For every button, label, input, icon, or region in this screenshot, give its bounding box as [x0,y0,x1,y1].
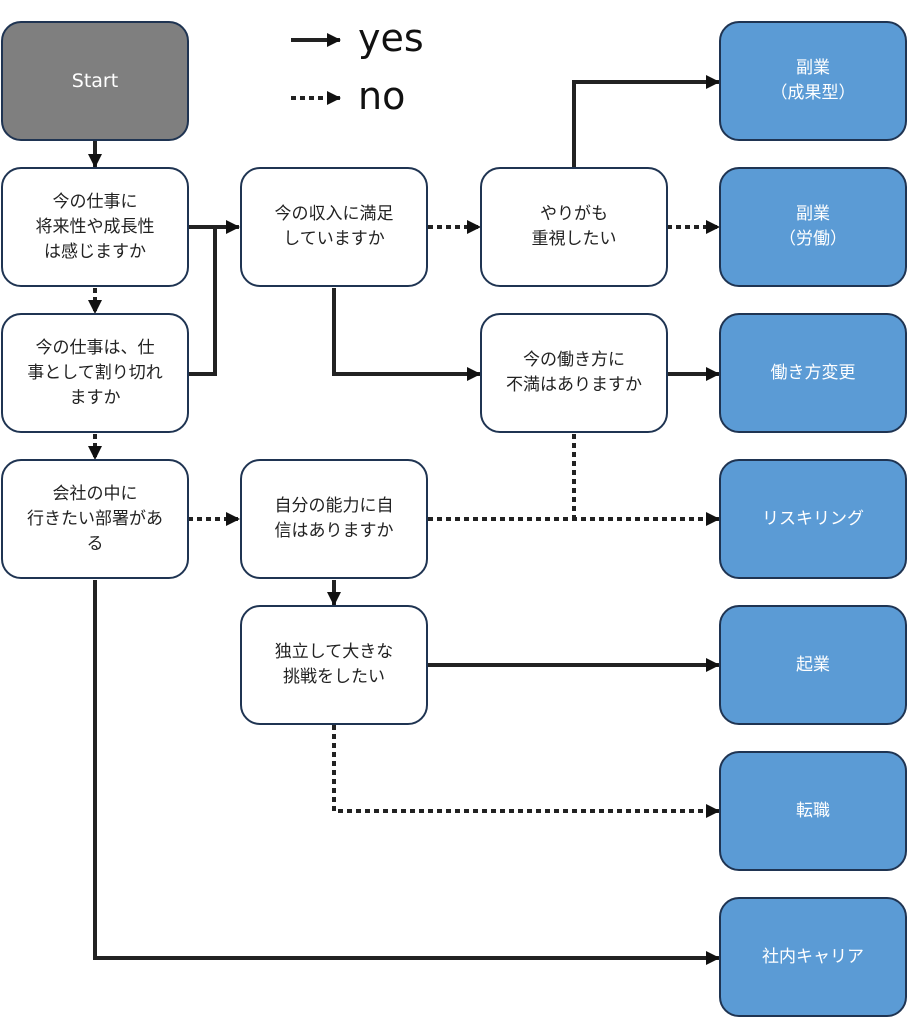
outcome-startup: 起業 [719,605,907,725]
question-department: 会社の中に 行きたい部署があ る [1,459,189,579]
edge-department-to-internal-career [93,580,720,965]
start-node: Start [1,21,189,141]
edge-independent-to-job-change [332,725,720,818]
question-separate-work: 今の仕事は、仕 事として割り切れ ますか [1,313,189,433]
outcome-job-change: 転職 [719,751,907,871]
legend-no-label: no [358,74,406,118]
question-future-growth: 今の仕事に 将来性や成長性 は感じますか [1,167,189,287]
edge-meaning-to-side-result [572,75,720,167]
question-confidence: 自分の能力に自 信はありますか [240,459,428,579]
edge-separate-to-income [188,227,217,376]
question-independent: 独立して大きな 挑戦をしたい [240,605,428,725]
outcome-side-job-labor: 副業 （労働） [719,167,907,287]
outcome-internal-career: 社内キャリア [719,897,907,1017]
edge-income-to-workstyle [332,288,481,381]
legend-yes-label: yes [358,16,424,60]
outcome-reskilling: リスキリング [719,459,907,579]
outcome-workstyle-change: 働き方変更 [719,313,907,433]
question-income: 今の収入に満足 していますか [240,167,428,287]
outcome-side-job-result: 副業 （成果型） [719,21,907,141]
question-meaning: やりがも 重視したい [480,167,668,287]
question-workstyle: 今の働き方に 不満はありますか [480,313,668,433]
